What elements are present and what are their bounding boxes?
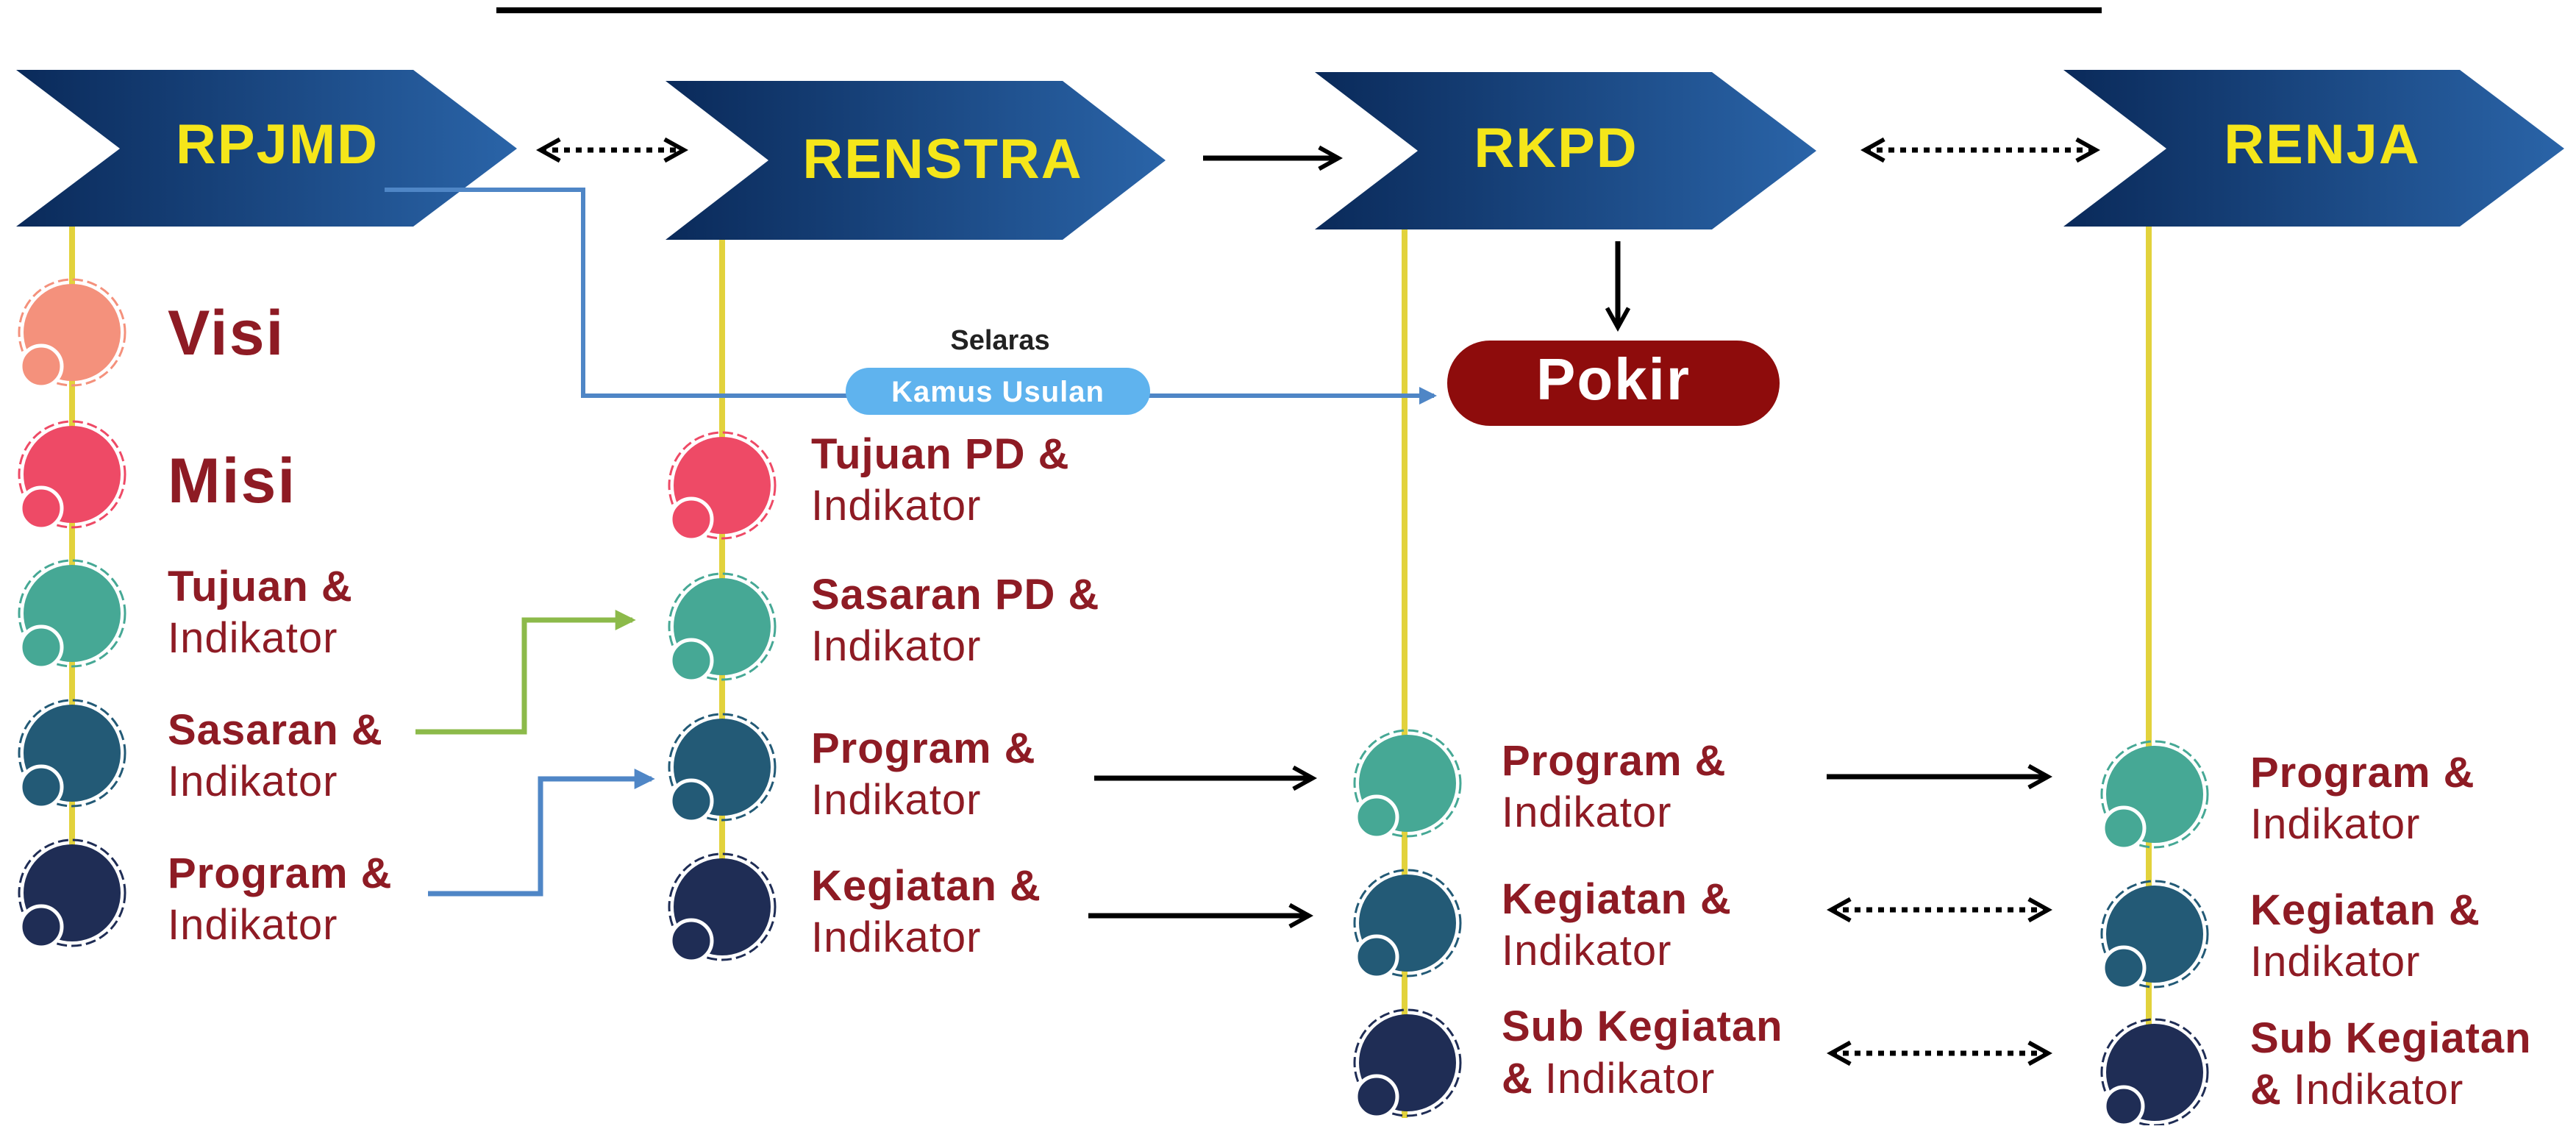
renstra-kegiatan-item: Kegiatan & Indikator	[668, 852, 1041, 964]
renstra-program-regular: Indikator	[811, 776, 981, 824]
rkpd-kegiatan-item: Kegiatan & Indikator	[1353, 869, 1732, 980]
renja-kegiatan-item: Kegiatan & Indikator	[2100, 880, 2480, 991]
rkpd-sub-kegiatan-amp: &	[1502, 1055, 1533, 1103]
renstra-sasaran-pd-regular: Indikator	[811, 622, 981, 670]
rpjmd-tujuan-regular: Indikator	[168, 614, 338, 662]
renja-program-item: Program & Indikator	[2100, 740, 2475, 851]
rkpd-program-item: Program & Indikator	[1353, 729, 1727, 840]
renja-sub-kegiatan-item: Sub Kegiatan &Indikator	[2100, 1014, 2532, 1128]
renja-kegiatan-regular: Indikator	[2250, 938, 2420, 986]
renstra-kegiatan-regular: Indikator	[811, 913, 981, 961]
renja-kegiatan-bold: Kegiatan &	[2250, 886, 2480, 934]
chevron-renstra: RENSTRA	[666, 81, 1166, 240]
rkpd-kegiatan-bold: Kegiatan &	[1502, 875, 1732, 923]
chevron-rkpd: RKPD	[1315, 72, 1816, 229]
rpjmd-misi-label: Misi	[168, 446, 296, 516]
rkpd-sub-kegiatan-bold: Sub Kegiatan	[1502, 1002, 1783, 1050]
rkpd-sub-kegiatan-regular: Indikator	[1545, 1055, 1715, 1103]
rpjmd-program-regular: Indikator	[168, 901, 338, 949]
renstra-tujuan-pd-item: Tujuan PD & Indikator	[668, 430, 1069, 542]
rpjmd-visi-label: Visi	[168, 298, 285, 368]
rpjmd-tujuan-item: Tujuan & Indikator	[18, 559, 353, 670]
renstra-kegiatan-bold: Kegiatan &	[811, 862, 1041, 910]
chevron-renja: RENJA	[2063, 70, 2564, 227]
rpjmd-sasaran-regular: Indikator	[168, 758, 338, 805]
chevron-rkpd-label: RKPD	[1474, 117, 1638, 179]
renstra-program-bold: Program &	[811, 724, 1036, 772]
rpjmd-program-bold: Program &	[168, 850, 393, 897]
pokir-label: Pokir	[1536, 346, 1691, 412]
renstra-tujuan-pd-bold: Tujuan PD &	[811, 430, 1069, 478]
rpjmd-sasaran-bold: Sasaran &	[168, 706, 383, 754]
chevron-renja-label: RENJA	[2224, 113, 2421, 176]
rpjmd-program-item: Program & Indikator	[18, 838, 393, 950]
rkpd-program-regular: Indikator	[1502, 788, 1671, 836]
chevron-renstra-label: RENSTRA	[802, 128, 1082, 190]
rkpd-sub-kegiatan-line2: &Indikator	[1502, 1055, 1715, 1103]
rpjmd-sasaran-item: Sasaran & Indikator	[18, 699, 383, 810]
rkpd-program-bold: Program &	[1502, 737, 1727, 785]
kamus-usulan-label: Kamus Usulan	[891, 376, 1105, 408]
renstra-sasaran-pd-item: Sasaran PD & Indikator	[668, 571, 1099, 683]
rpjmd-tujuan-bold: Tujuan &	[168, 563, 353, 610]
renja-sub-kegiatan-regular: Indikator	[2294, 1066, 2463, 1114]
renja-sub-kegiatan-line2: &Indikator	[2250, 1066, 2463, 1114]
renja-program-bold: Program &	[2250, 749, 2475, 797]
sasaran-to-sasaran-pd-link	[415, 610, 636, 735]
pokir-pill: Pokir	[1447, 341, 1780, 426]
rpjmd-visi-item: Visi	[18, 278, 285, 389]
renstra-sasaran-pd-bold: Sasaran PD &	[811, 571, 1099, 619]
rkpd-kegiatan-regular: Indikator	[1502, 927, 1671, 975]
renja-sub-kegiatan-amp: &	[2250, 1066, 2282, 1114]
kamus-usulan-pill: Kamus Usulan	[846, 368, 1150, 415]
renja-program-regular: Indikator	[2250, 800, 2420, 848]
renja-sub-kegiatan-bold: Sub Kegiatan	[2250, 1014, 2532, 1062]
rkpd-sub-kegiatan-item: Sub Kegiatan &Indikator	[1353, 1002, 1783, 1119]
chevron-rpjmd: RPJMD	[16, 70, 517, 227]
program-to-program-link	[428, 769, 655, 897]
renstra-tujuan-pd-regular: Indikator	[811, 482, 981, 530]
renstra-program-item: Program & Indikator	[668, 713, 1036, 824]
chevron-rpjmd-label: RPJMD	[176, 113, 379, 176]
rpjmd-misi-item: Misi	[18, 420, 296, 531]
selaras-label: Selaras	[950, 325, 1049, 356]
